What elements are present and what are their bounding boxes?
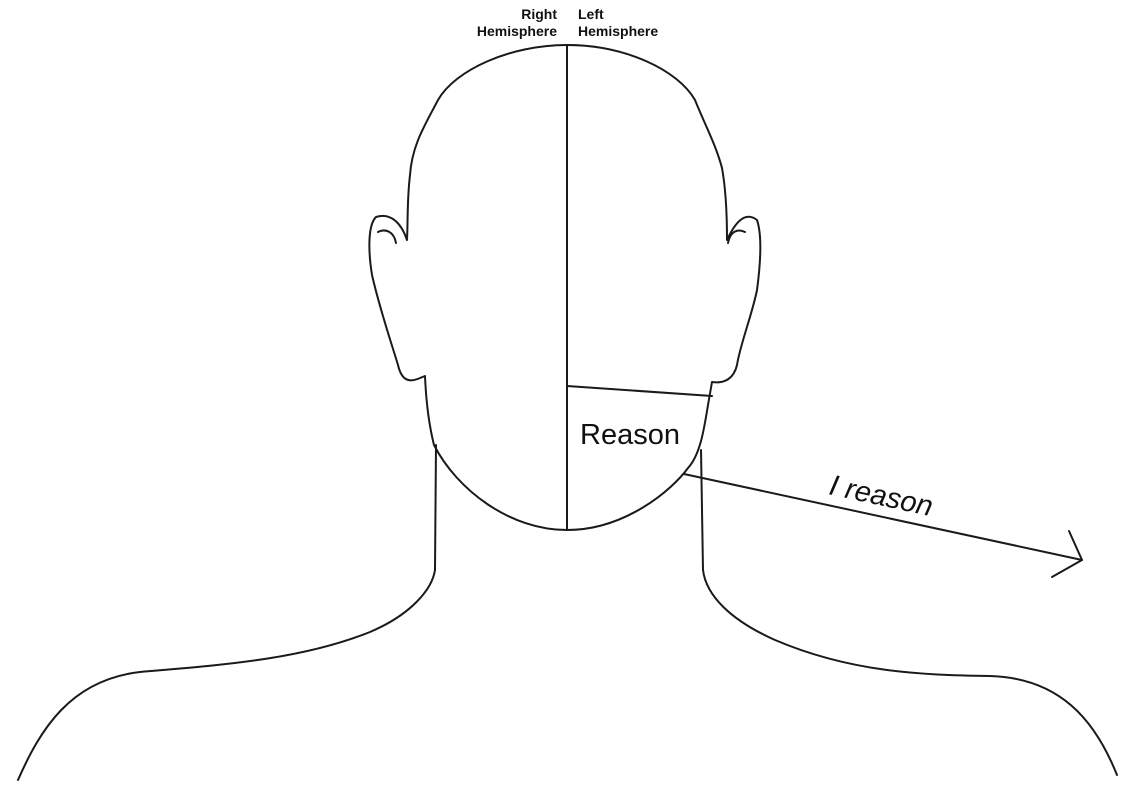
right-hemisphere-label-line2: Hemisphere: [477, 23, 557, 39]
left-hemisphere-label-line2: Hemisphere: [578, 23, 658, 39]
right-ear-detail: [378, 230, 396, 243]
left-hemisphere-label-line1: Left: [578, 6, 604, 22]
reason-region-label: Reason: [580, 419, 680, 451]
reason-region-boundary: [567, 386, 712, 396]
reason-arrow-label: I reason: [827, 470, 936, 523]
right-hemisphere-label-line1: Right: [521, 6, 557, 22]
neck-left-side: [18, 445, 436, 780]
